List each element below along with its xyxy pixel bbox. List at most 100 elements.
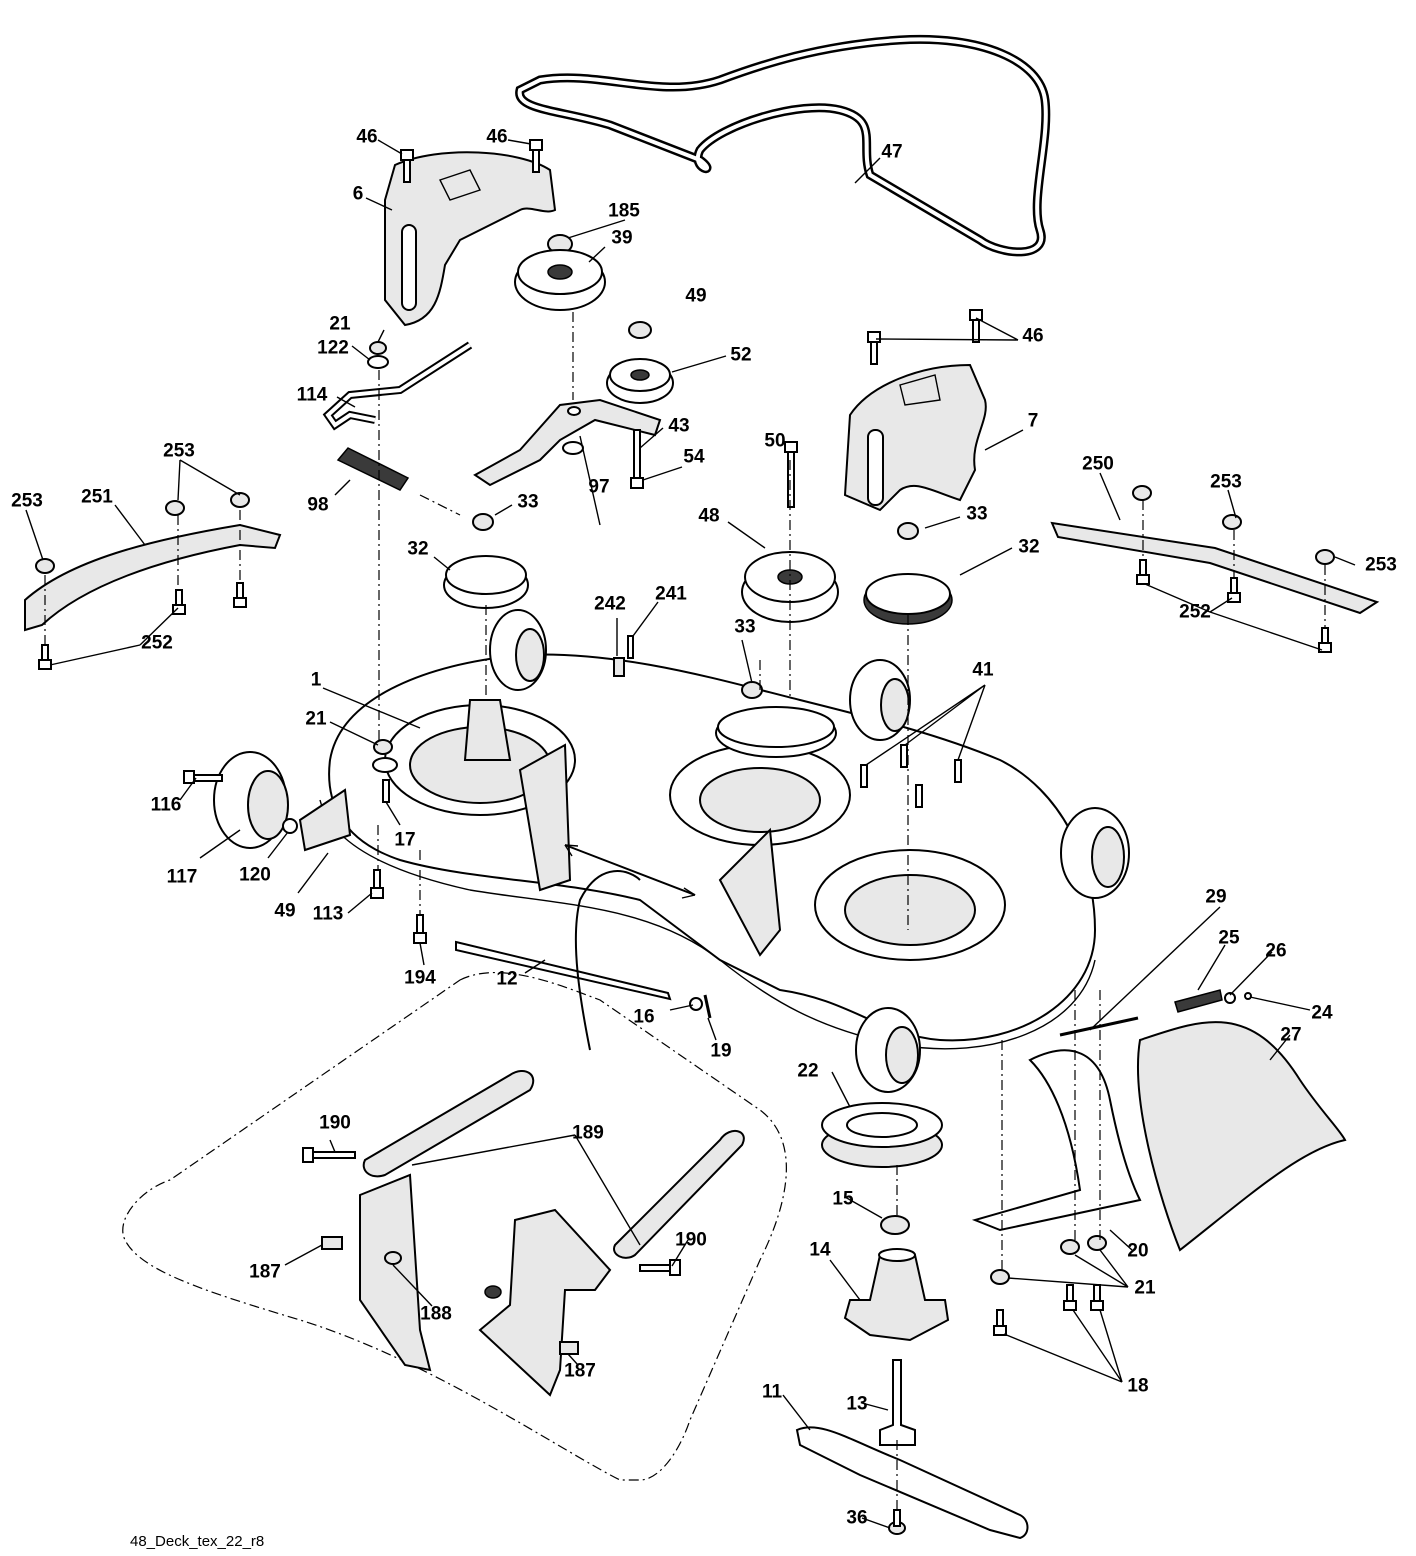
callout-14: 14 xyxy=(809,1239,831,1261)
callout-189: 189 xyxy=(572,1122,604,1144)
nut-33-left xyxy=(472,513,494,531)
callout-252: 252 xyxy=(1179,601,1211,623)
gauge-wheel-bottom xyxy=(855,1007,921,1093)
callout-46: 46 xyxy=(356,126,378,148)
nut-253 xyxy=(1222,514,1242,530)
pin-24 xyxy=(1244,992,1252,1000)
nut-21 xyxy=(1087,1235,1107,1251)
washer-26 xyxy=(1224,992,1236,1004)
callout-252: 252 xyxy=(141,632,173,654)
nut-253 xyxy=(230,492,250,508)
callout-250: 250 xyxy=(1082,453,1114,475)
callout-39: 39 xyxy=(611,227,633,249)
blade-11 xyxy=(795,1426,1029,1540)
callout-113: 113 xyxy=(312,903,344,925)
callout-50: 50 xyxy=(764,430,786,452)
callout-120: 120 xyxy=(239,864,271,886)
callout-33: 33 xyxy=(966,503,988,525)
leader-lines xyxy=(25,139,1356,1529)
nut-188 xyxy=(384,1251,402,1265)
bushing-187-left xyxy=(321,1236,343,1250)
callout-46: 46 xyxy=(486,126,508,148)
callout-22: 22 xyxy=(797,1060,819,1082)
callout-24: 24 xyxy=(1311,1002,1333,1024)
callout-32: 32 xyxy=(407,538,429,560)
callout-54: 54 xyxy=(683,446,705,468)
gauge-wheel-right xyxy=(1060,807,1130,899)
callout-122: 122 xyxy=(317,337,349,359)
nut-21-deck xyxy=(373,739,393,755)
callout-6: 6 xyxy=(352,183,364,205)
callout-251: 251 xyxy=(81,486,113,508)
nut-253 xyxy=(1132,485,1152,501)
washer-122 xyxy=(367,355,389,369)
callout-253: 253 xyxy=(11,490,43,512)
callout-194: 194 xyxy=(404,967,436,989)
hanger-plate-right xyxy=(478,1208,612,1397)
callout-253: 253 xyxy=(163,440,195,462)
callout-21: 21 xyxy=(329,313,351,335)
bracket-251 xyxy=(24,523,282,632)
callout-16: 16 xyxy=(633,1006,655,1028)
inset-region-outline xyxy=(122,972,787,1481)
callout-33: 33 xyxy=(517,491,539,513)
callout-21: 21 xyxy=(1134,1277,1156,1299)
rod-29 xyxy=(1059,1016,1139,1037)
callout-190: 190 xyxy=(675,1229,707,1251)
callout-15: 15 xyxy=(832,1188,854,1210)
spring-25 xyxy=(1174,989,1223,1013)
callout-185: 185 xyxy=(608,200,640,222)
screw-241 xyxy=(627,635,634,659)
callout-188: 188 xyxy=(420,1303,452,1325)
rod-12 xyxy=(455,940,672,1001)
callout-190: 190 xyxy=(319,1112,351,1134)
bolt-46-right-b xyxy=(969,309,983,343)
callout-117: 117 xyxy=(166,866,198,888)
callout-25: 25 xyxy=(1218,927,1240,949)
callout-13: 13 xyxy=(846,1393,868,1415)
callout-17: 17 xyxy=(394,829,416,851)
callout-52: 52 xyxy=(730,344,752,366)
discharge-chute-27 xyxy=(1137,1021,1347,1252)
pulley-cover-6 xyxy=(384,151,557,327)
callout-12: 12 xyxy=(496,968,518,990)
callout-49: 49 xyxy=(685,285,707,307)
bolt-54 xyxy=(630,429,644,489)
nut-21 xyxy=(990,1269,1010,1285)
washer-16 xyxy=(689,997,703,1011)
callout-1: 1 xyxy=(310,669,322,691)
nut-49-top xyxy=(628,321,652,339)
nut-253 xyxy=(35,558,55,574)
bolt-46-left xyxy=(400,149,414,183)
nut-253 xyxy=(1315,549,1335,565)
callout-27: 27 xyxy=(1280,1024,1302,1046)
bolt-50 xyxy=(784,441,798,508)
callout-187: 187 xyxy=(249,1261,281,1283)
callout-36: 36 xyxy=(846,1507,868,1529)
bracket-250 xyxy=(1050,521,1380,615)
callout-47: 47 xyxy=(881,141,903,163)
pin-19 xyxy=(703,994,712,1019)
callout-49: 49 xyxy=(274,900,296,922)
callout-48: 48 xyxy=(698,505,720,527)
callout-18: 18 xyxy=(1127,1375,1149,1397)
control-cable xyxy=(574,870,641,1051)
callout-26: 26 xyxy=(1265,940,1287,962)
callout-33: 33 xyxy=(734,616,756,638)
bolts-41 xyxy=(860,744,962,808)
callout-43: 43 xyxy=(668,415,690,437)
callout-242: 242 xyxy=(594,593,626,615)
callout-21: 21 xyxy=(305,708,327,730)
callout-253: 253 xyxy=(1365,554,1397,576)
spindle-housing-14 xyxy=(843,1254,950,1342)
callout-29: 29 xyxy=(1205,886,1227,908)
callout-32: 32 xyxy=(1018,536,1040,558)
gauge-wheel-top-left xyxy=(489,609,547,691)
callout-11: 11 xyxy=(761,1381,783,1403)
callout-97: 97 xyxy=(588,476,610,498)
bolt-46-right-a xyxy=(867,331,881,365)
lift-arm-189-left xyxy=(362,1070,535,1178)
callout-19: 19 xyxy=(710,1040,732,1062)
